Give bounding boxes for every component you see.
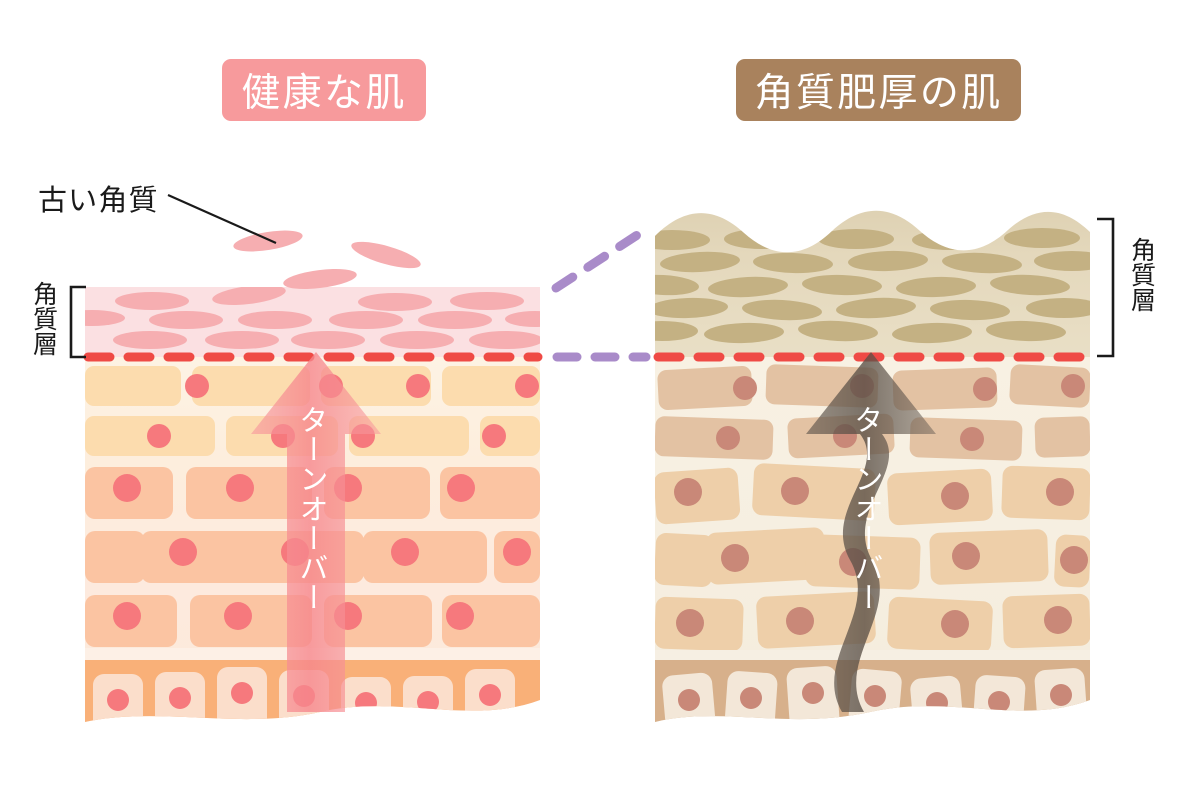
right-turnover-arrow bbox=[806, 352, 936, 712]
left-corneum-cells bbox=[85, 287, 540, 349]
right-basal-layer bbox=[655, 660, 1090, 722]
label-old-keratin: 古い角質 bbox=[38, 185, 159, 217]
left-corneum-bracket bbox=[69, 285, 86, 359]
right-stratum-corneum bbox=[655, 210, 1090, 357]
old-keratin-leader-line bbox=[167, 193, 277, 245]
old-keratin-flakes bbox=[233, 230, 421, 290]
title-badge-healthy-skin: 健康な肌 bbox=[222, 59, 426, 121]
label-stratum-corneum-left: 角質層 bbox=[29, 281, 58, 356]
left-turnover-arrow bbox=[251, 352, 381, 712]
right-skin-panel bbox=[653, 210, 1115, 722]
left-skin-panel bbox=[69, 193, 543, 722]
panel-connectors bbox=[551, 223, 653, 362]
right-corneum-cells bbox=[655, 228, 1090, 344]
right-spinous-nuclei bbox=[674, 477, 1088, 638]
right-corneum-bracket bbox=[1097, 217, 1115, 358]
connector-diagonal-dashed bbox=[551, 223, 653, 293]
label-stratum-corneum-right: 角質層 bbox=[1127, 237, 1156, 312]
right-spinous-cells bbox=[655, 463, 1090, 654]
left-stratum-corneum bbox=[85, 287, 540, 357]
title-badge-thickened-skin: 角質肥厚の肌 bbox=[736, 59, 1021, 121]
